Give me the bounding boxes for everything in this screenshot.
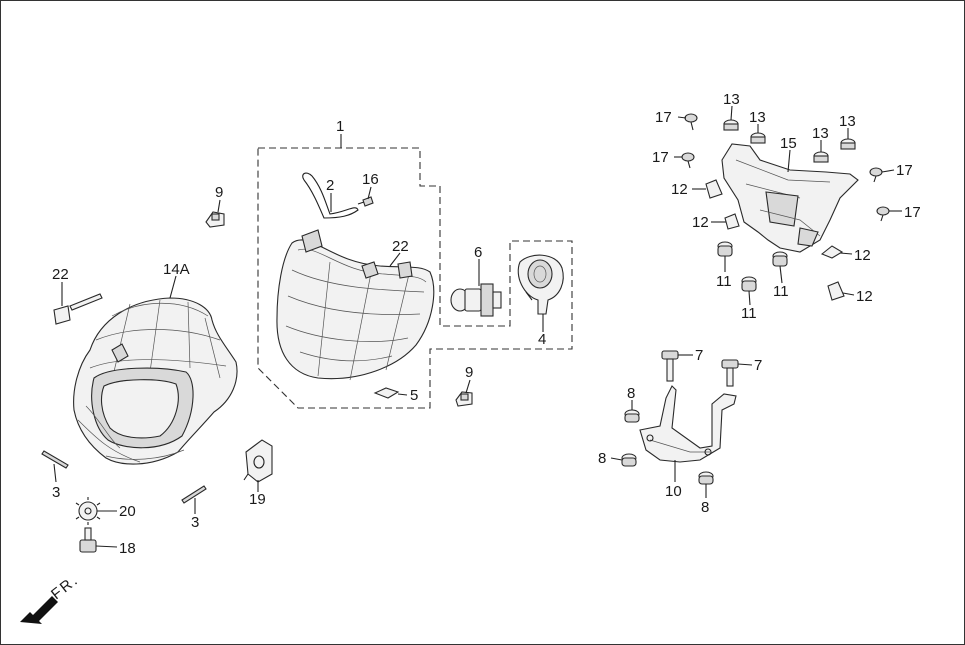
callout-13-a: 13 (723, 91, 740, 108)
callout-11-a: 11 (716, 273, 732, 290)
headlight-group-boundary (257, 147, 573, 409)
callout-12-a: 12 (671, 181, 688, 198)
callout-20: 20 (119, 503, 136, 520)
callout-7-b: 7 (754, 357, 762, 374)
callout-2: 2 (326, 177, 334, 194)
callout-9-left: 9 (215, 184, 223, 201)
retaining-spring (302, 172, 359, 219)
callout-17-d: 17 (904, 204, 921, 221)
callout-10: 10 (665, 483, 682, 500)
callout-17-c: 17 (896, 162, 913, 179)
front-cowl (73, 297, 238, 465)
front-direction-arrow-icon (20, 596, 58, 624)
stay-bracket-10 (639, 385, 737, 463)
callout-3-right: 3 (191, 514, 199, 531)
bulb-socket (517, 254, 564, 315)
bolt-7a (661, 350, 679, 382)
rubber-mount-11c (772, 251, 788, 267)
headlight-bulb (450, 283, 502, 317)
rubber-mount-11b (741, 276, 757, 292)
callout-13-c: 13 (812, 125, 829, 142)
callout-19: 19 (249, 491, 266, 508)
bolt-7b (721, 359, 739, 387)
strip-3b (181, 485, 207, 504)
callout-18: 18 (119, 540, 136, 557)
callout-8-b: 8 (598, 450, 606, 467)
lock-washer-20 (75, 497, 101, 525)
headlight-housing (276, 229, 435, 381)
clip-nut-5 (373, 387, 400, 399)
callout-22-headlight: 22 (392, 238, 409, 255)
callout-12-c: 12 (854, 247, 871, 264)
strip-3a (41, 450, 69, 469)
callout-11-c: 11 (773, 283, 789, 300)
callout-17-b: 17 (652, 149, 669, 166)
callout-12-b: 12 (692, 214, 709, 231)
callout-1: 1 (336, 118, 344, 135)
grommet-13b (750, 132, 766, 144)
grommet-8c (698, 471, 714, 485)
callout-5: 5 (410, 387, 418, 404)
bracket-plate-19 (243, 439, 273, 483)
callout-3-left: 3 (52, 484, 60, 501)
grommet-8b (621, 453, 637, 467)
tape-strip-22 (53, 290, 103, 325)
callout-13-b: 13 (749, 109, 766, 126)
callout-11-b: 11 (741, 305, 757, 322)
callout-17-a: 17 (655, 109, 672, 126)
leader-lines (53, 105, 902, 548)
callout-8-c: 8 (701, 499, 709, 516)
clip-nut-9b (455, 391, 473, 407)
screw-17d (876, 206, 890, 222)
callout-8-a: 8 (627, 385, 635, 402)
clip-nut-12d (827, 281, 845, 301)
callout-7-a: 7 (695, 347, 703, 364)
grommet-13c (813, 151, 829, 163)
grommet-8a (624, 409, 640, 423)
callout-12-d: 12 (856, 288, 873, 305)
grommet-13d (840, 138, 856, 150)
grommet-13a (723, 119, 739, 131)
callout-15: 15 (780, 135, 797, 152)
callout-16: 16 (362, 171, 379, 188)
callout-6: 6 (474, 244, 482, 261)
callout-13-d: 13 (839, 113, 856, 130)
callout-4: 4 (538, 331, 546, 348)
clip-nut-12c (820, 245, 844, 259)
inner-bracket-15 (721, 143, 859, 253)
callout-9-right: 9 (465, 364, 473, 381)
clip-nut-12a (705, 179, 723, 199)
clip-nut-12b (724, 213, 740, 230)
rubber-mount-11a (717, 241, 733, 257)
clip-nut-9a (205, 211, 225, 228)
callout-labels: 1 2 16 22 6 4 5 9 9 22 14A 3 3 20 18 19 … (48, 91, 921, 603)
callout-22-cowl: 22 (52, 266, 69, 283)
callout-14a: 14A (163, 261, 190, 278)
bolt-18 (79, 527, 97, 553)
